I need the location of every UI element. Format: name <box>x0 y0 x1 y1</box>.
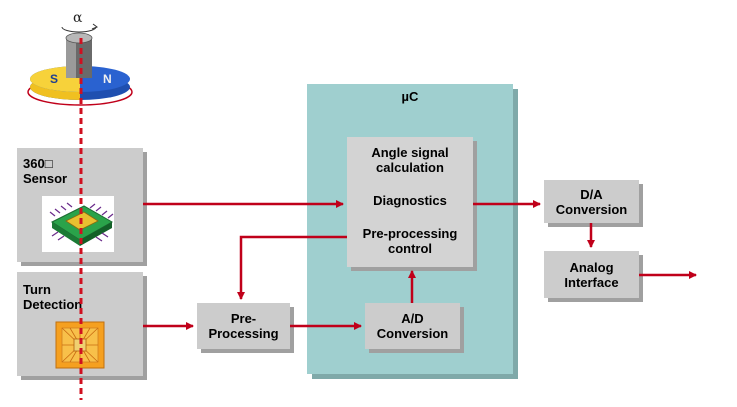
diagnostics-label: Diagnostics <box>373 193 447 208</box>
analog-label-2: Interface <box>564 274 619 290</box>
angle-symbol: α <box>73 10 83 26</box>
da-label-2: Conversion <box>555 201 628 217</box>
analog-interface-box: Analog Interface <box>544 251 639 298</box>
da-conversion-box: D/A Conversion <box>544 180 639 223</box>
turn-label-1: Turn <box>23 282 51 297</box>
preprocessing-label-2: Processing <box>208 326 279 341</box>
microcontroller-title: µC <box>401 89 419 104</box>
angle-signal-label: Angle signal <box>371 145 449 160</box>
calculation-label: calculation <box>376 160 444 175</box>
sensor-label-2: Sensor <box>23 171 68 186</box>
analog-label-1: Analog <box>569 259 614 275</box>
magnet-north-label: N <box>103 72 112 86</box>
preprocessing-box: Pre- Processing <box>197 303 290 349</box>
magnet-south-label: S <box>50 72 58 86</box>
ad-label-1: A/D <box>401 311 424 326</box>
ad-label-2: Conversion <box>376 326 449 341</box>
core-processing-box: Angle signal calculation Diagnostics Pre… <box>347 137 473 267</box>
control-to-preprocessing-arrow <box>237 235 347 300</box>
sensor-chip-icon <box>42 196 114 252</box>
turn-label-2: Detection <box>23 297 83 312</box>
sensor-label-1: 360□ <box>23 156 53 171</box>
da-label-1: D/A <box>580 186 603 202</box>
rotating-magnet: S N α <box>27 10 133 106</box>
ad-conversion-box: A/D Conversion <box>365 303 460 349</box>
preprocessing-control-label-1: Pre-processing <box>362 226 458 241</box>
preprocessing-label-1: Pre- <box>230 311 257 326</box>
preprocessing-control-label-2: control <box>387 241 433 256</box>
